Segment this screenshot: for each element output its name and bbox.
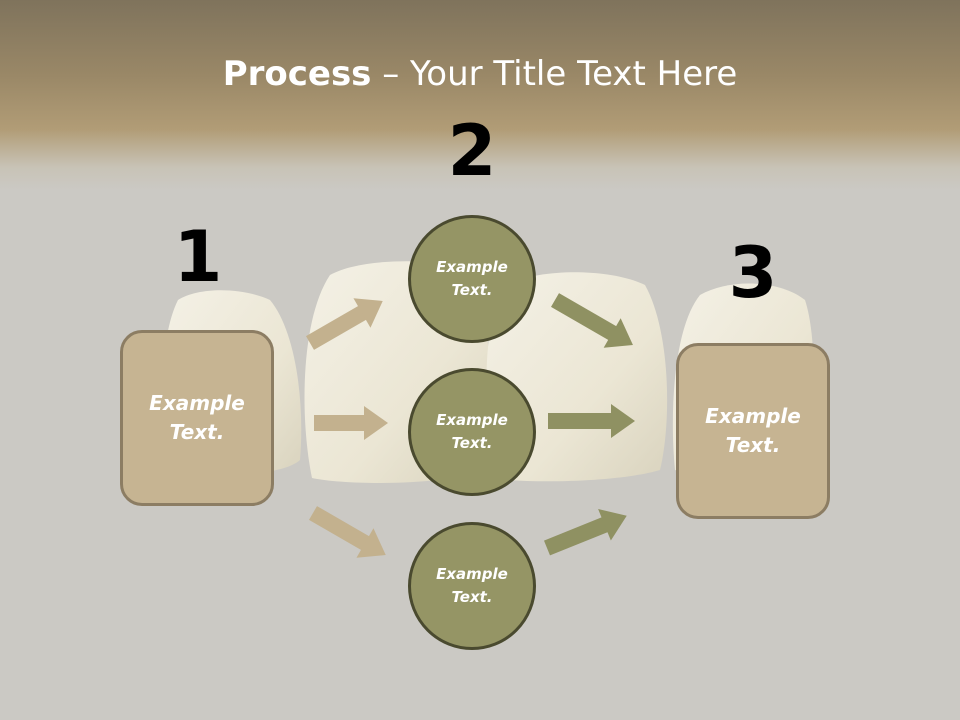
arrow-left-middle	[314, 406, 388, 440]
step-number-2: 2	[447, 110, 497, 192]
arrow-left-up	[306, 298, 383, 350]
slide-title: Process – Your Title Text Here	[0, 52, 960, 96]
step-2-circle-bottom: Example Text.	[408, 522, 536, 650]
step-number-3: 3	[728, 232, 778, 314]
arrow-right-down	[544, 509, 627, 556]
header-band	[0, 0, 960, 190]
step-1-text: Example Text.	[149, 391, 245, 444]
arrow-right-up	[551, 293, 633, 348]
arrow-left-down	[309, 506, 386, 558]
circle-bottom-text: Example Text.	[436, 565, 508, 606]
title-bold: Process	[222, 54, 372, 94]
circle-middle-text: Example Text.	[436, 411, 508, 452]
step-2-circle-top: Example Text.	[408, 215, 536, 343]
step-3-text: Example Text.	[705, 404, 801, 457]
title-rest: – Your Title Text Here	[371, 54, 738, 94]
step-1-box: Example Text.	[120, 330, 274, 506]
circle-top-text: Example Text.	[436, 258, 508, 299]
step-number-1: 1	[173, 216, 223, 298]
step-2-circle-middle: Example Text.	[408, 368, 536, 496]
step-3-box: Example Text.	[676, 343, 830, 519]
arrow-right-middle	[548, 404, 635, 438]
